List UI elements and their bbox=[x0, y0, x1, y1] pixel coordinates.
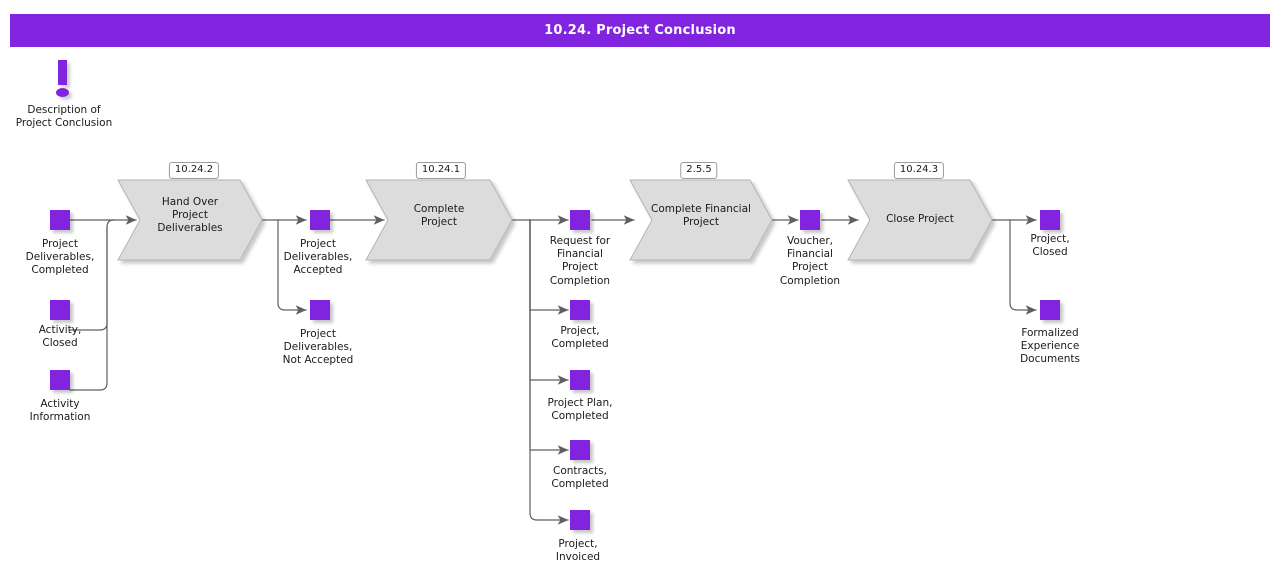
node-label-request-for-financial-project-completion: Request for Financial Project Completion bbox=[549, 235, 611, 287]
process-badge-close-project[interactable]: 10.24.3 bbox=[893, 162, 945, 179]
process-label-close-project: Close Project bbox=[886, 213, 954, 225]
process-shape-hand-over-project-deliverables[interactable] bbox=[117, 179, 263, 261]
node-activity-information[interactable] bbox=[50, 370, 70, 390]
process-badge-hand-over-project-deliverables[interactable]: 10.24.2 bbox=[168, 162, 220, 179]
process-label-hand-over-project-deliverables: Hand Over Project Deliverables bbox=[157, 196, 223, 235]
node-request-for-financial-project-completion[interactable] bbox=[570, 210, 590, 230]
node-project-deliverables-not-accepted[interactable] bbox=[310, 300, 330, 320]
process-shape-close-project[interactable] bbox=[847, 179, 993, 261]
page-title-bar: 10.24. Project Conclusion bbox=[10, 14, 1270, 47]
node-label-formalized-experience-documents: Formalized Experience Documents bbox=[1020, 327, 1080, 366]
process-shape-complete-project[interactable] bbox=[365, 179, 513, 261]
node-label-voucher-financial-project-completion: Voucher, Financial Project Completion bbox=[779, 235, 841, 287]
node-project-plan-completed[interactable] bbox=[570, 370, 590, 390]
node-project-completed[interactable] bbox=[570, 300, 590, 320]
node-label-project-deliverables-completed: Project Deliverables, Completed bbox=[25, 238, 95, 277]
node-label-project-deliverables-not-accepted: Project Deliverables, Not Accepted bbox=[282, 328, 354, 367]
node-project-deliverables-completed[interactable] bbox=[50, 210, 70, 230]
node-project-deliverables-accepted[interactable] bbox=[310, 210, 330, 230]
process-label-complete-financial-project: Complete Financial Project bbox=[651, 203, 751, 229]
node-label-project-completed: Project, Completed bbox=[551, 325, 609, 351]
node-voucher-financial-project-completion[interactable] bbox=[800, 210, 820, 230]
process-badge-complete-project[interactable]: 10.24.1 bbox=[415, 162, 467, 179]
node-label-activity-closed: Activity, Closed bbox=[38, 324, 82, 350]
exclamation-dot-icon bbox=[56, 88, 69, 97]
node-label-activity-information: Activity Information bbox=[29, 398, 91, 424]
page-title: 10.24. Project Conclusion bbox=[544, 23, 736, 38]
process-shape-complete-financial-project[interactable] bbox=[629, 179, 773, 261]
process-label-complete-project: Complete Project bbox=[413, 203, 465, 229]
node-formalized-experience-documents[interactable] bbox=[1040, 300, 1060, 320]
node-project-invoiced[interactable] bbox=[570, 510, 590, 530]
description-annotation-label: Description of Project Conclusion bbox=[15, 104, 113, 130]
node-label-project-invoiced: Project, Invoiced bbox=[555, 538, 601, 564]
node-project-closed[interactable] bbox=[1040, 210, 1060, 230]
node-label-contracts-completed: Contracts, Completed bbox=[551, 465, 609, 491]
exclamation-icon bbox=[58, 60, 67, 85]
node-label-project-closed: Project, Closed bbox=[1030, 233, 1070, 259]
node-activity-closed[interactable] bbox=[50, 300, 70, 320]
node-contracts-completed[interactable] bbox=[570, 440, 590, 460]
node-label-project-deliverables-accepted: Project Deliverables, Accepted bbox=[283, 238, 353, 277]
node-label-project-plan-completed: Project Plan, Completed bbox=[547, 397, 613, 423]
process-badge-complete-financial-project[interactable]: 2.5.5 bbox=[680, 162, 718, 179]
